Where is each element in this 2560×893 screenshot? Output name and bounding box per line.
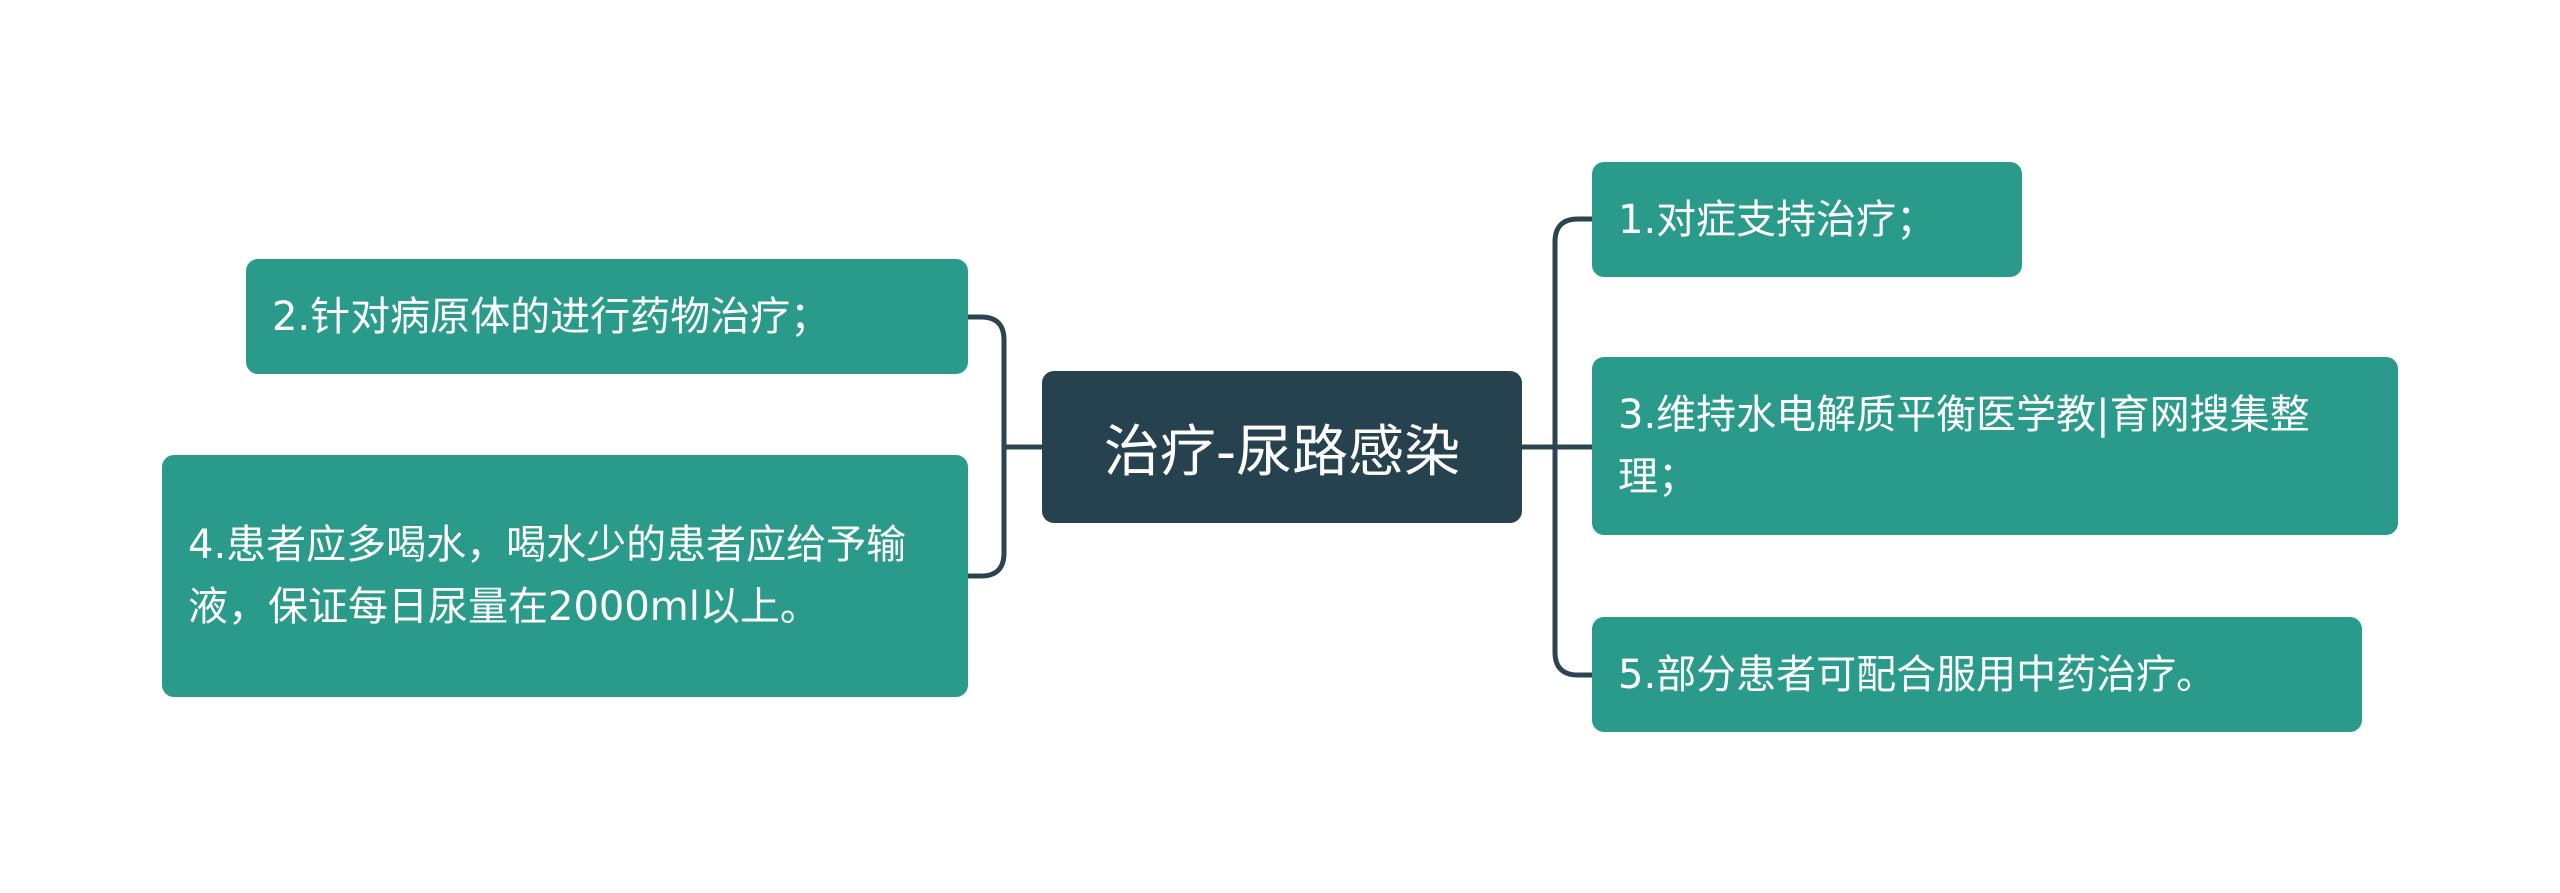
connector-left-branch — [965, 314, 1007, 579]
central-topic-label: 治疗-尿路感染 — [1103, 419, 1461, 485]
branch-node-4-label: 4.患者应多喝水，喝水少的患者应给予输液，保证每日尿量在2000ml以上。 — [188, 522, 907, 630]
branch-node-5[interactable]: 5.部分患者可配合服用中药治疗。 — [1592, 617, 2362, 732]
branch-node-5-label: 5.部分患者可配合服用中药治疗。 — [1618, 651, 2217, 698]
branch-node-4[interactable]: 4.患者应多喝水，喝水少的患者应给予输液，保证每日尿量在2000ml以上。 — [162, 455, 968, 697]
branch-node-2[interactable]: 2.针对病原体的进行药物治疗； — [246, 259, 968, 374]
branch-node-1[interactable]: 1.对症支持治疗； — [1592, 162, 2022, 277]
branch-node-3[interactable]: 3.维持水电解质平衡医学教|育网搜集整理； — [1592, 357, 2398, 535]
branch-node-1-label: 1.对症支持治疗； — [1618, 196, 1937, 243]
branch-node-2-label: 2.针对病原体的进行药物治疗； — [272, 293, 831, 340]
central-topic[interactable]: 治疗-尿路感染 — [1042, 371, 1522, 523]
branch-node-3-label: 3.维持水电解质平衡医学教|育网搜集整理； — [1618, 392, 2310, 500]
